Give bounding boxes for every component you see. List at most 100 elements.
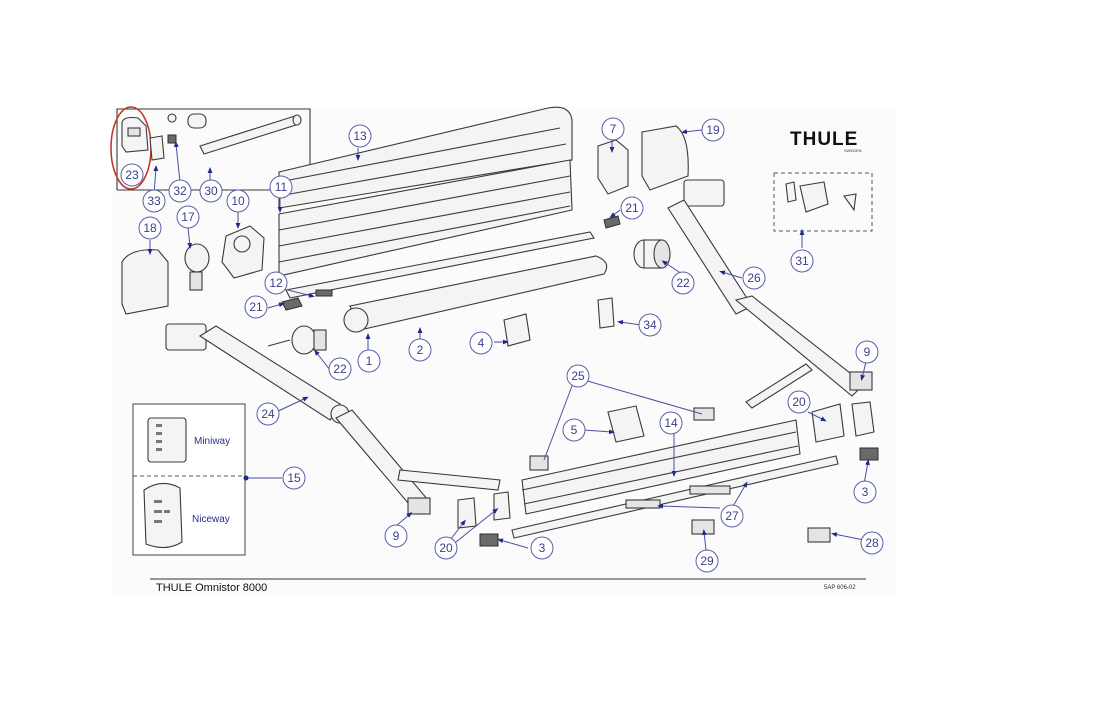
svg-text:20: 20: [439, 541, 453, 555]
svg-text:26: 26: [747, 271, 761, 285]
callout-22-left: 22: [328, 357, 352, 381]
remote-label-miniway: Miniway: [194, 436, 230, 447]
callout-20-left: 20: [434, 536, 458, 560]
svg-text:7: 7: [610, 122, 617, 136]
part-32-fasteners: [167, 113, 177, 144]
part-3-plug-right: [859, 447, 879, 461]
callout-17: 17: [176, 205, 200, 229]
svg-text:32: 32: [173, 184, 187, 198]
callout-7: 7: [601, 117, 625, 141]
part-25-clip-right: [693, 407, 715, 421]
part-10-gear-head: [221, 225, 265, 279]
svg-text:24: 24: [261, 407, 275, 421]
svg-text:2: 2: [417, 343, 424, 357]
svg-text:1: 1: [366, 354, 373, 368]
part-14-front-bar: [521, 419, 801, 515]
callout-2: 2: [408, 338, 432, 362]
svg-text:3: 3: [862, 485, 869, 499]
callout-13: 13: [348, 124, 372, 148]
svg-text:12: 12: [269, 276, 283, 290]
part-20-cap-left: [457, 491, 511, 529]
brand-logo: THULE: [790, 129, 858, 150]
callout-14: 14: [659, 411, 683, 435]
svg-text:17: 17: [181, 210, 195, 224]
callout-1: 1: [357, 349, 381, 373]
callout-22-right: 22: [671, 271, 695, 295]
svg-text:11: 11: [275, 180, 288, 194]
part-11-cassette-profile: [278, 159, 573, 277]
callout-12: 12: [264, 271, 288, 295]
part-22-spool-left: [267, 325, 327, 355]
part-21-clip-right: [603, 215, 621, 229]
callout-9-right: 9: [855, 340, 879, 364]
footer-title: THULE Omnistor 8000: [156, 582, 267, 594]
svg-text:28: 28: [865, 536, 879, 550]
part-15-remote-box: [132, 403, 246, 556]
svg-text:9: 9: [864, 345, 871, 359]
part-7-gear-head: [597, 139, 629, 195]
svg-text:31: 31: [795, 254, 809, 268]
svg-text:33: 33: [147, 194, 161, 208]
callout-33: 33: [142, 189, 166, 213]
callout-24: 24: [256, 402, 280, 426]
callout-3-left: 3: [530, 536, 554, 560]
part-20-cap-right: [811, 401, 875, 443]
callout-31: 31: [790, 249, 814, 273]
callout-3-right: 3: [853, 480, 877, 504]
svg-text:30: 30: [204, 184, 218, 198]
inset-box: [116, 108, 311, 191]
callout-18: 18: [138, 216, 162, 240]
svg-text:25: 25: [571, 369, 585, 383]
footer-code: 5AP 606-02: [824, 585, 856, 591]
callout-26: 26: [742, 266, 766, 290]
svg-text:3: 3: [539, 541, 546, 555]
part-30-roller-tube: [187, 113, 302, 155]
callout-15: 15: [282, 466, 306, 490]
callout-25: 25: [566, 364, 590, 388]
callout-21-right: 21: [620, 196, 644, 220]
svg-text:27: 27: [725, 509, 739, 523]
svg-text:9: 9: [393, 529, 400, 543]
svg-text:14: 14: [664, 416, 678, 430]
callout-32: 32: [168, 179, 192, 203]
part-17-crank-joint: [184, 243, 210, 291]
part-4-bracket: [503, 313, 531, 347]
callout-29: 29: [695, 549, 719, 573]
part-3-plug-left: [479, 533, 499, 547]
svg-text:22: 22: [333, 362, 347, 376]
svg-text:21: 21: [249, 300, 263, 314]
part-24-left-arm: [165, 323, 501, 515]
callout-27: 27: [720, 504, 744, 528]
callout-23: 23: [120, 163, 144, 187]
part-29-slider: [691, 519, 715, 535]
svg-text:22: 22: [676, 276, 690, 290]
svg-text:15: 15: [287, 471, 301, 485]
callout-28: 28: [860, 531, 884, 555]
part-34-bracket: [597, 297, 615, 329]
callout-4: 4: [469, 331, 493, 355]
brand-sub: SWEDEN: [844, 148, 862, 153]
svg-text:29: 29: [700, 554, 714, 568]
part-31-parts-box: [773, 172, 873, 232]
part-28-plug: [807, 527, 831, 543]
svg-text:23: 23: [125, 168, 139, 182]
part-2-fabric: [343, 255, 608, 333]
part-33-bracket: [149, 135, 165, 161]
svg-text:5: 5: [571, 423, 578, 437]
svg-text:20: 20: [792, 395, 806, 409]
part-21-clip-left: [281, 297, 303, 311]
svg-text:19: 19: [706, 123, 720, 137]
svg-text:21: 21: [625, 201, 639, 215]
part-18-end-cover: [121, 249, 169, 315]
callout-19: 19: [701, 118, 725, 142]
svg-text:13: 13: [353, 129, 367, 143]
part-25-clip-left: [529, 455, 549, 471]
part-23-end-cap[interactable]: [121, 116, 149, 153]
callout-9-left: 9: [384, 524, 408, 548]
part-27-lower-rail: [511, 455, 839, 539]
svg-text:18: 18: [143, 221, 157, 235]
callout-10: 10: [226, 189, 250, 213]
svg-text:4: 4: [478, 336, 485, 350]
callout-11: 11: [269, 175, 293, 199]
